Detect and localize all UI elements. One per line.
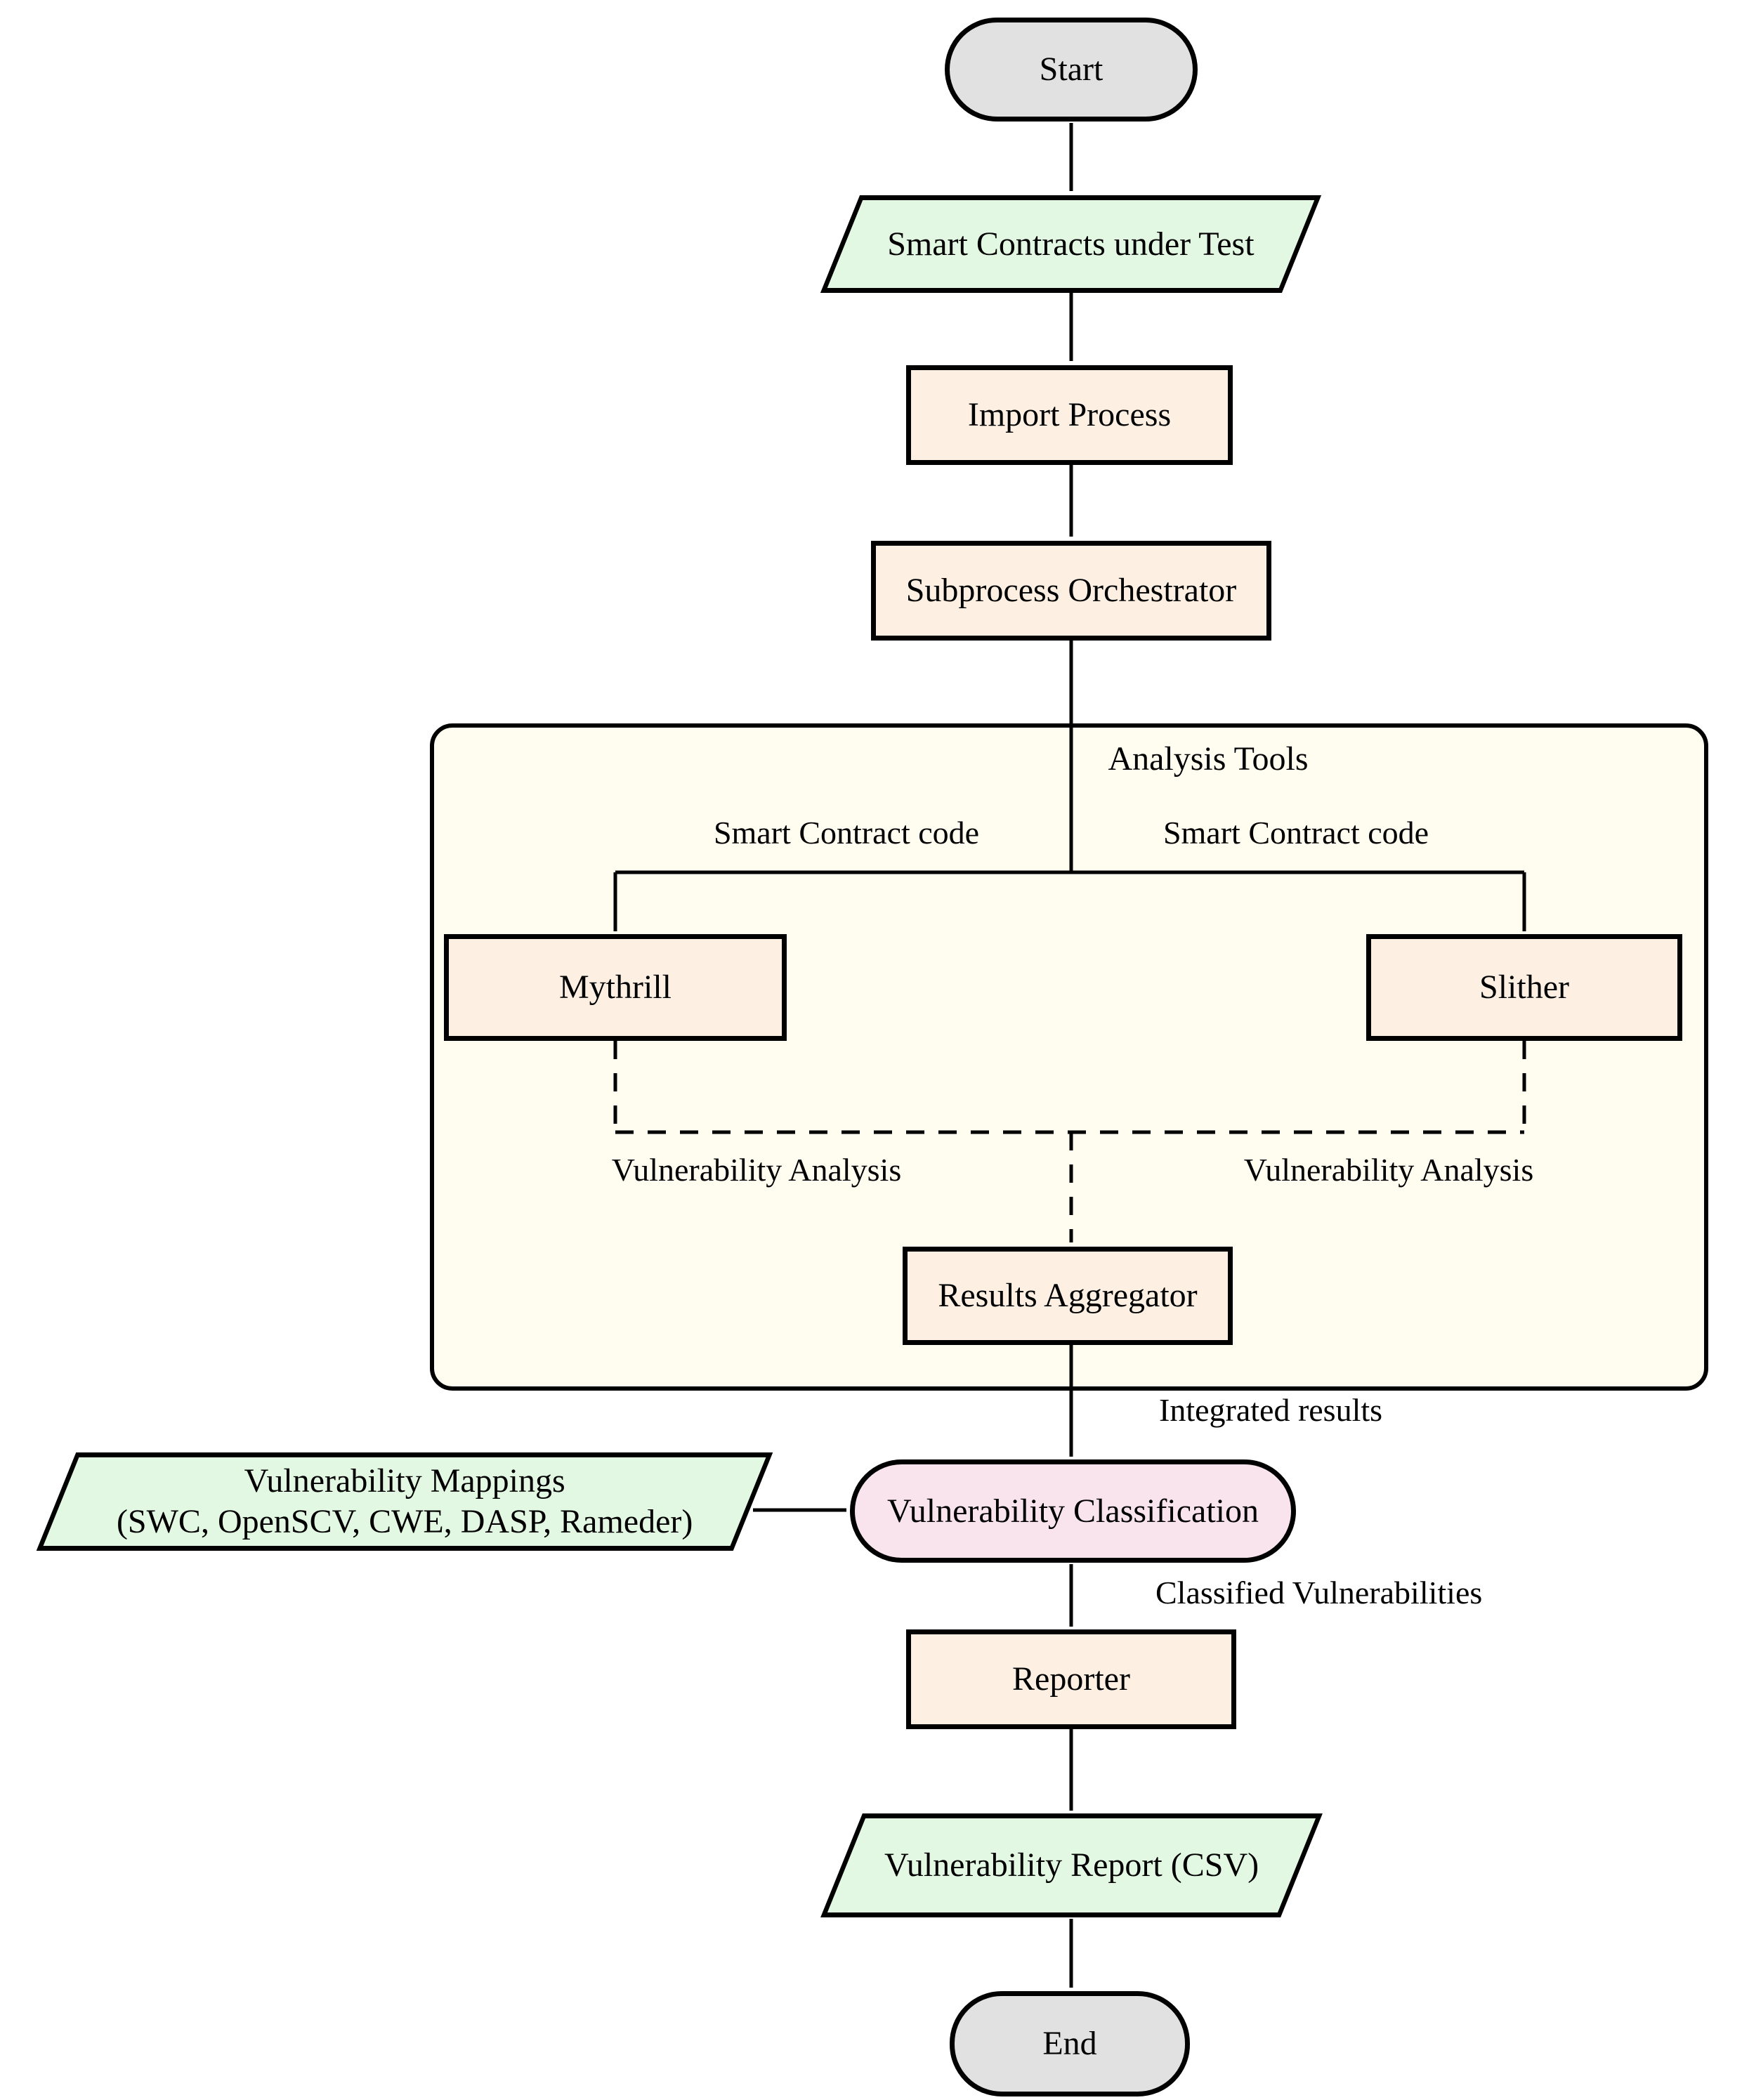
slither-label: Slither [1479, 969, 1569, 1006]
results-aggregator-label: Results Aggregator [938, 1277, 1198, 1315]
smart-contracts-input-node: Smart Contracts under Test [820, 195, 1322, 293]
label-smart-contract-code-left: Smart Contract code [713, 815, 980, 851]
label-integrated-results: Integrated results [1159, 1392, 1383, 1428]
results-aggregator-node: Results Aggregator [903, 1247, 1233, 1345]
vulnerability-classification-label: Vulnerability Classification [886, 1492, 1259, 1530]
label-vulnerability-analysis-left: Vulnerability Analysis [611, 1152, 902, 1188]
reporter-label: Reporter [1012, 1660, 1130, 1698]
start-node: Start [945, 18, 1198, 122]
slither-node: Slither [1366, 934, 1682, 1041]
vulnerability-mappings-line1: Vulnerability Mappings [244, 1462, 565, 1500]
vulnerability-classification-node: Vulnerability Classification [850, 1459, 1296, 1563]
import-process-label: Import Process [967, 396, 1172, 434]
vulnerability-mappings-line2: (SWC, OpenSCV, CWE, DASP, Rameder) [116, 1503, 693, 1540]
vulnerability-mappings-node: Vulnerability Mappings (SWC, OpenSCV, CW… [36, 1452, 773, 1551]
start-label: Start [1039, 51, 1104, 88]
mythrill-label: Mythrill [558, 969, 672, 1006]
label-vulnerability-analysis-right: Vulnerability Analysis [1243, 1152, 1534, 1188]
smart-contracts-input-label: Smart Contracts under Test [887, 225, 1255, 263]
label-classified-vulnerabilities: Classified Vulnerabilities [1155, 1575, 1483, 1610]
analysis-tools-label: Analysis Tools [1108, 740, 1309, 777]
subprocess-orchestrator-label: Subprocess Orchestrator [905, 572, 1237, 610]
vulnerability-report-label: Vulnerability Report (CSV) [884, 1846, 1259, 1884]
subprocess-orchestrator-node: Subprocess Orchestrator [871, 541, 1271, 641]
import-process-node: Import Process [906, 365, 1233, 465]
vulnerability-mappings-label: Vulnerability Mappings (SWC, OpenSCV, CW… [61, 1461, 748, 1542]
end-node: End [950, 1991, 1190, 2096]
vulnerability-report-node: Vulnerability Report (CSV) [820, 1813, 1323, 1917]
mythrill-node: Mythrill [444, 934, 787, 1041]
end-label: End [1042, 2025, 1097, 2063]
reporter-node: Reporter [906, 1629, 1236, 1729]
label-smart-contract-code-right: Smart Contract code [1163, 815, 1429, 851]
